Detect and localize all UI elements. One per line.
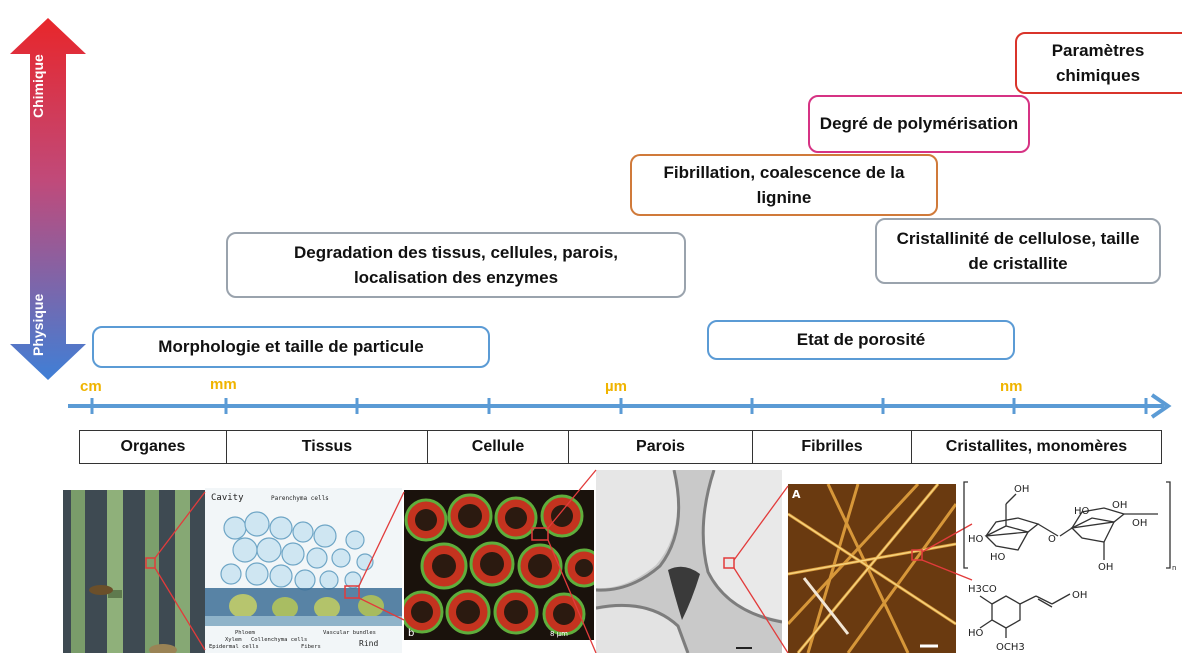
tissue-label-vascular: Vascular bundles — [323, 630, 376, 636]
chem-oh-4: OH — [1098, 562, 1113, 573]
cell-panel-letter: b — [408, 628, 414, 639]
cristallinite-text: Cristallinité de cellulose, taille de cr… — [893, 226, 1143, 277]
physique-label: Physique — [30, 294, 46, 356]
cell-scale-label: 8 µm — [550, 630, 568, 638]
chem-oh-2: OH — [1112, 500, 1127, 511]
chem-ho-3: HO — [1074, 506, 1090, 517]
chem-oh-1: OH — [1014, 484, 1029, 495]
chem-n: n — [1172, 564, 1176, 572]
porosite-text: Etat de porosité — [797, 327, 925, 353]
fibrillation-text: Fibrillation, coalescence de la lignine — [639, 160, 929, 211]
chem-ho-1: HO — [968, 534, 984, 545]
scale-axis — [64, 392, 1182, 422]
cell-wall-tem-image — [596, 470, 782, 653]
chemical-structures: OH HO HO O HO OH OH OH n H3CO HO OH OCH3 — [962, 480, 1182, 653]
degre-polymerisation-box: Degré de polymérisation — [808, 95, 1030, 153]
chem-oh-3: OH — [1132, 518, 1147, 529]
afm-panel-letter: A — [792, 488, 801, 501]
unit-mm: mm — [210, 376, 237, 393]
tissue-label-xylem: Xylem — [225, 637, 242, 643]
morphologie-box: Morphologie et taille de particule — [92, 326, 490, 368]
degradation-text: Degradation des tissus, cellules, parois… — [261, 240, 651, 291]
fibrillation-box: Fibrillation, coalescence de la lignine — [630, 154, 938, 216]
tissue-label-rind: Rind — [359, 639, 378, 648]
chem-ho-4: HO — [968, 628, 984, 639]
morphologie-text: Morphologie et taille de particule — [158, 334, 423, 360]
degradation-box: Degradation des tissus, cellules, parois… — [226, 232, 686, 298]
category-cellule: Cellule — [427, 430, 569, 464]
category-parois: Parois — [568, 430, 753, 464]
parametres-chimiques-box: Paramètres chimiques — [1015, 32, 1182, 94]
tissue-label-fibers: Fibers — [301, 644, 321, 650]
category-tissus: Tissus — [226, 430, 428, 464]
category-organes: Organes — [79, 430, 227, 464]
chemical-physical-arrow — [10, 18, 86, 380]
tissue-label-phloem: Phloem — [235, 630, 256, 636]
tissue-label-collenchyma: Collenchyma cells — [251, 637, 307, 643]
chimique-label: Chimique — [30, 54, 46, 118]
plant-stems-image — [63, 490, 205, 653]
degre-polymerisation-text: Degré de polymérisation — [820, 111, 1018, 137]
fibrils-afm-image: A — [788, 484, 956, 653]
chem-oh-5: OH — [1072, 590, 1087, 601]
parametres-chimiques-text: Paramètres chimiques — [1038, 38, 1158, 89]
cell-fluorescence-image: b 8 µm — [404, 490, 594, 640]
tissue-label-cavity: Cavity — [211, 493, 244, 503]
tissue-label-parenchyma: Parenchyma cells — [271, 495, 329, 502]
chem-h3co: H3CO — [968, 584, 997, 595]
cristallinite-box: Cristallinité de cellulose, taille de cr… — [875, 218, 1161, 284]
category-fibrilles: Fibrilles — [752, 430, 912, 464]
chem-och3: OCH3 — [996, 642, 1025, 653]
chem-o: O — [1048, 534, 1056, 545]
tissue-label-epidermal: Epidermal cells — [209, 644, 259, 650]
category-cristallites: Cristallites, monomères — [911, 430, 1162, 464]
porosite-box: Etat de porosité — [707, 320, 1015, 360]
tissue-section-image: Cavity Parenchyma cells Phloem Xylem Col… — [205, 488, 402, 653]
chem-ho-2: HO — [990, 552, 1006, 563]
